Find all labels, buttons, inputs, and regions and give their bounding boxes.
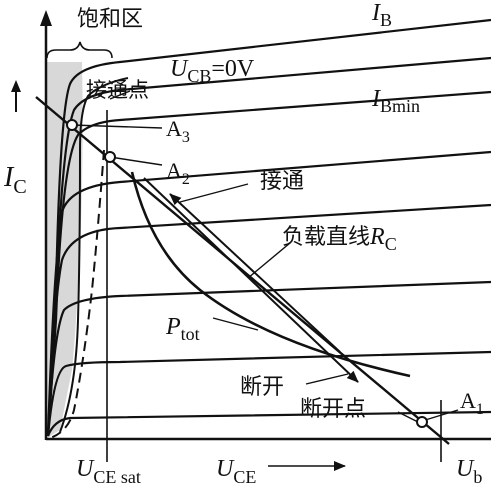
load-line-label: 负载直线RC — [282, 224, 397, 254]
y-axis-arrow — [40, 10, 52, 26]
curve-8 — [46, 410, 491, 437]
curve-6 — [46, 280, 491, 437]
ptot-curve — [130, 171, 411, 378]
a1-label: A1 — [460, 388, 484, 418]
turn-off-arrow — [143, 177, 359, 383]
ucb-label: UCB=0V — [170, 56, 255, 86]
ucesat-label: UCE sat — [76, 456, 141, 487]
ib-label: IB — [371, 0, 392, 30]
curve-7 — [46, 350, 491, 437]
saturation-brace — [46, 41, 113, 59]
ub-label: Ub — [456, 456, 482, 487]
saturation-region-label: 饱和区 — [77, 7, 143, 32]
turn-off-label: 断开 — [240, 375, 284, 400]
point-a2 — [104, 151, 116, 163]
uce-label: UCE — [216, 456, 256, 487]
turn-on-point-label: 接通点 — [86, 78, 149, 102]
point-a3 — [66, 119, 78, 131]
ic-arrow-head — [11, 80, 21, 92]
saturation-boundary-dashed — [49, 149, 105, 439]
ucb-zero-curve — [59, 77, 129, 433]
a2-label: A2 — [166, 158, 190, 188]
ptot-label: Ptot — [165, 314, 200, 344]
curve-5 — [46, 203, 491, 437]
curve-4 — [46, 150, 491, 437]
point-a1 — [416, 416, 428, 428]
ic-label: IC — [3, 162, 27, 198]
ibmin-label: IBmin — [371, 86, 420, 116]
turn-on-label: 接通 — [260, 169, 304, 194]
leader-lines — [71, 90, 459, 423]
turn-off-point-label: 断开点 — [300, 397, 366, 422]
a3-label: A3 — [166, 116, 190, 146]
curve-ib — [46, 18, 491, 437]
curve-ibmin — [46, 90, 491, 437]
